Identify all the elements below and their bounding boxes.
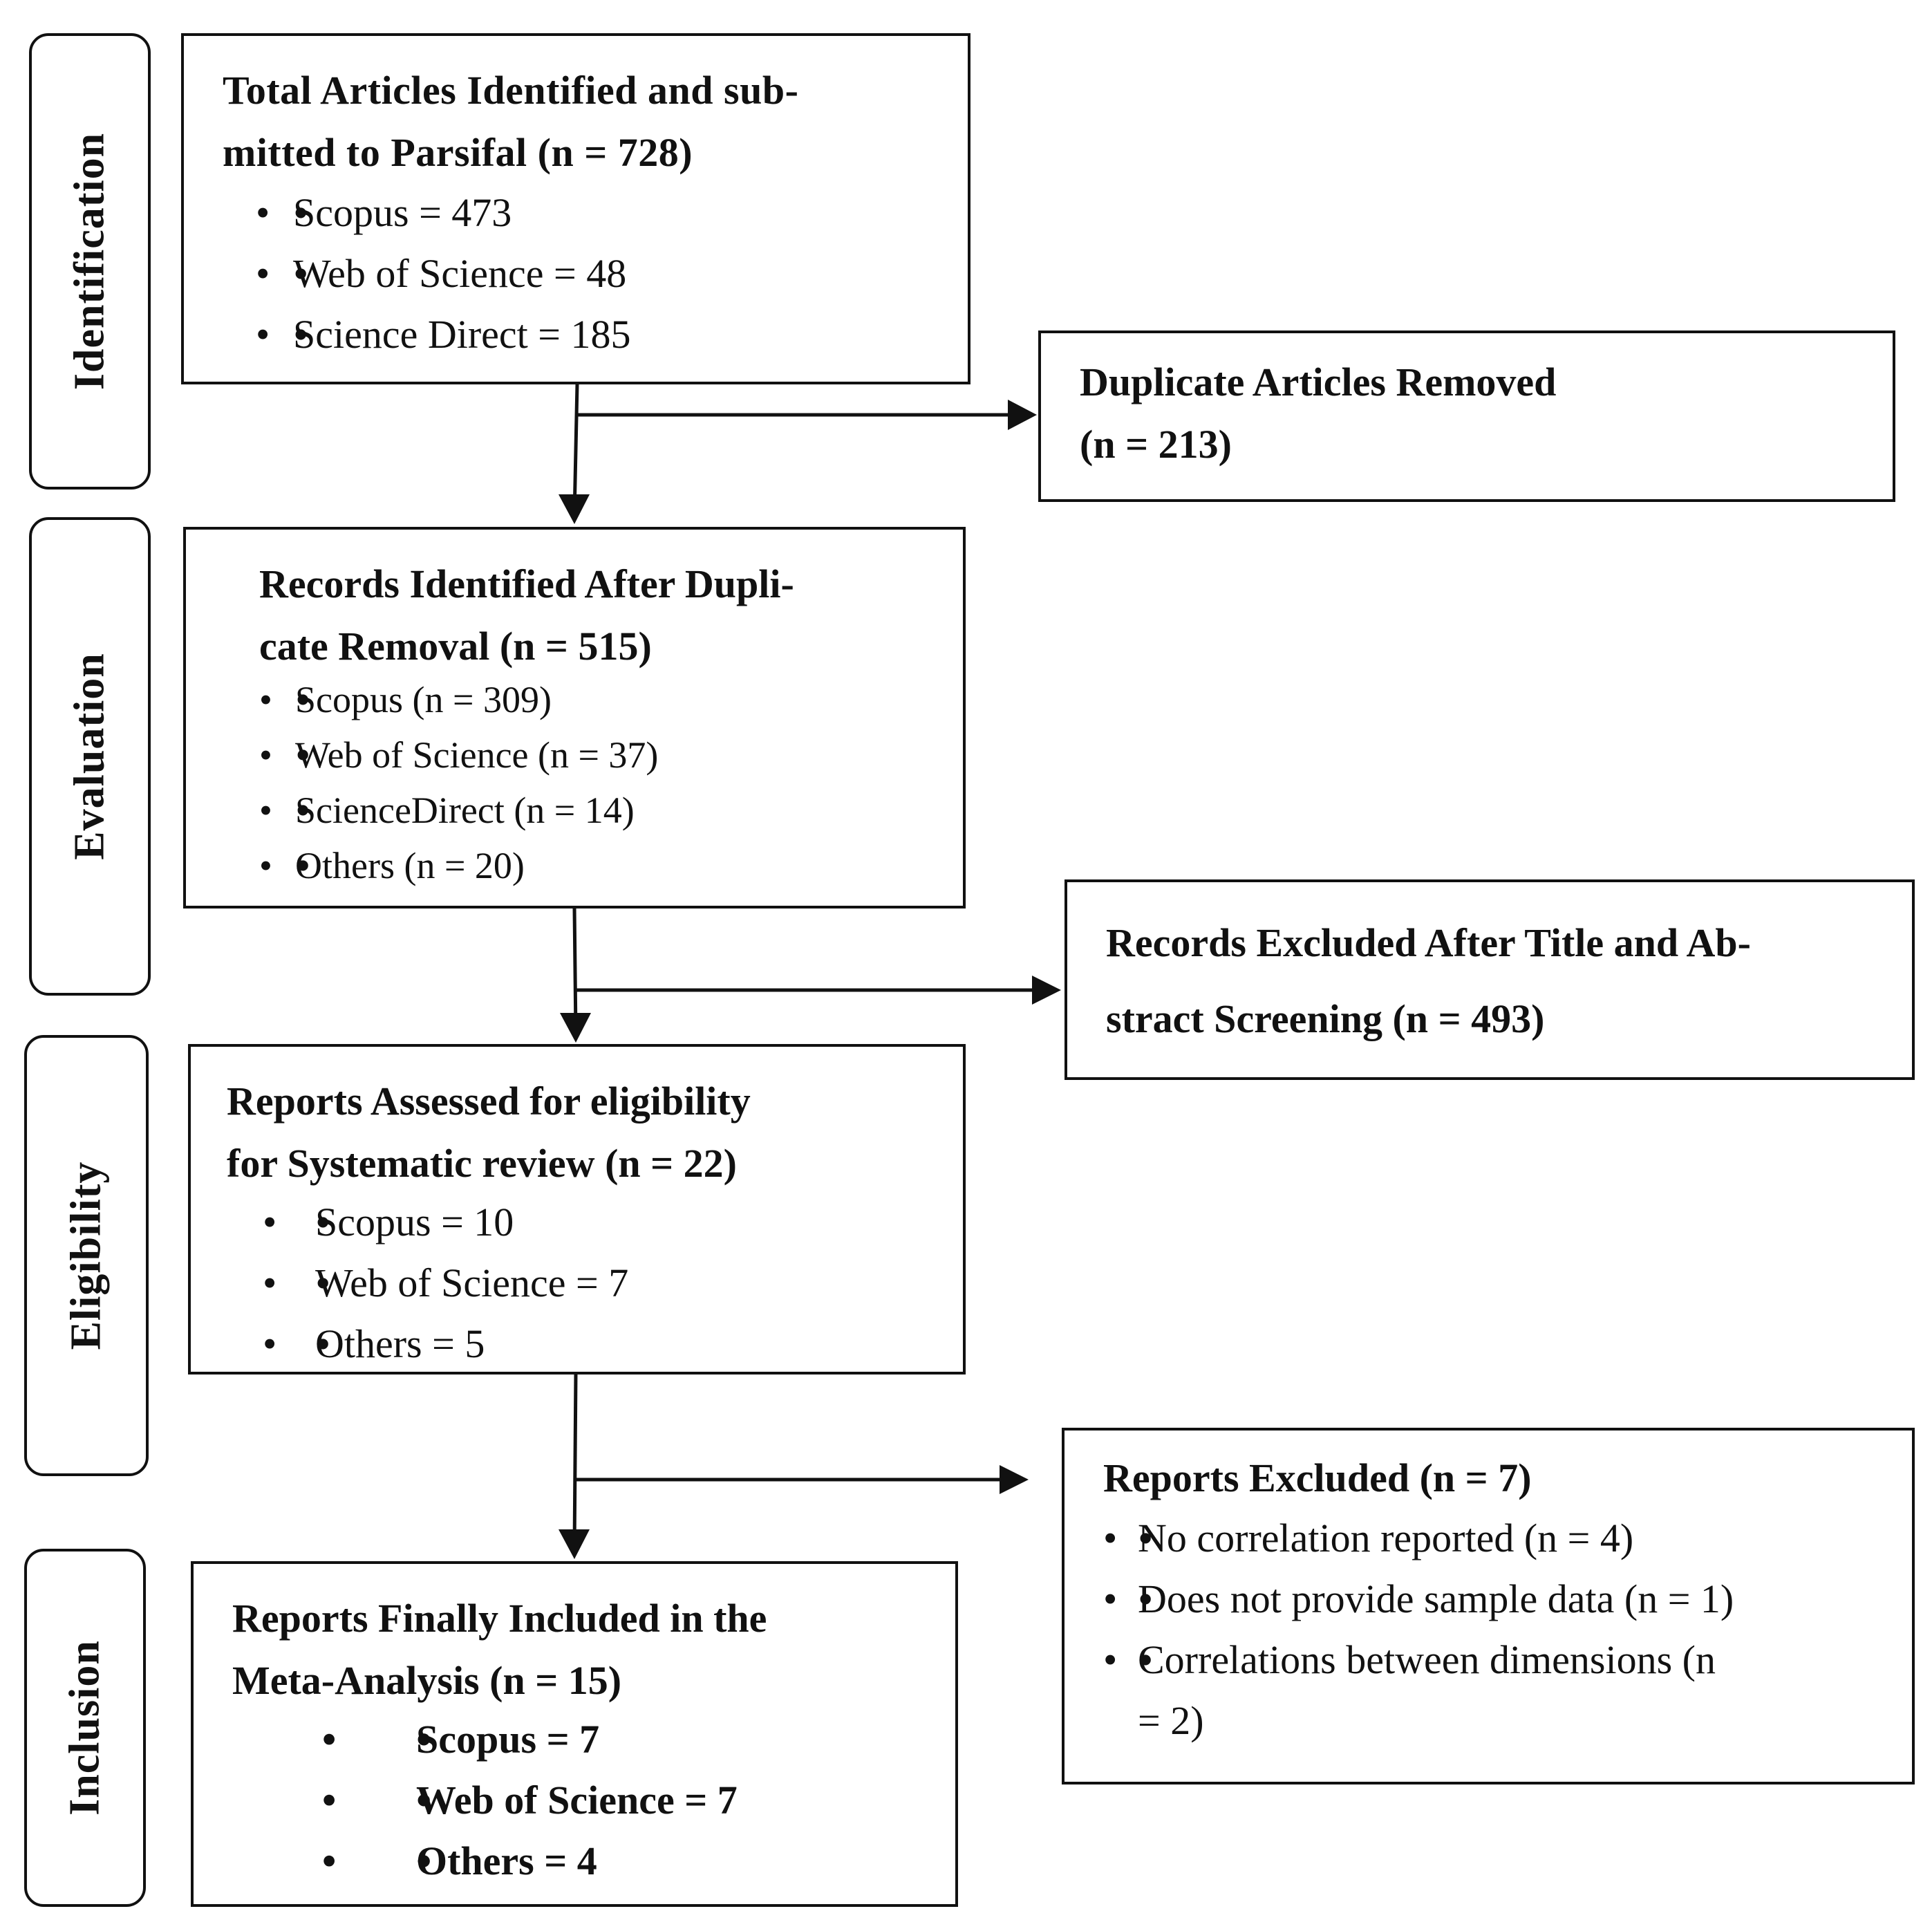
stage-identification: Identification <box>29 33 151 490</box>
assessed-box: Reports Assessed for eligibility for Sys… <box>188 1044 966 1374</box>
after-duplicates-box: Records Identified After Dupli- cate Rem… <box>183 527 966 908</box>
excluded-reports-box: Reports Excluded (n = 7) • No correlatio… <box>1062 1428 1915 1784</box>
list-item: • Others = 5 <box>227 1314 963 1374</box>
list-item: • ScienceDirect (n = 14) <box>259 783 963 838</box>
excluded-screening-line1: Records Excluded After Title and Ab- <box>1106 920 1751 965</box>
arrow-head-right-3 <box>1000 1465 1029 1494</box>
bullet-icon: • <box>256 312 270 357</box>
bullet-icon: • <box>1103 1576 1118 1621</box>
bullet-icon: • <box>322 1838 337 1883</box>
assessed-heading-line1: Reports Assessed for eligibility <box>227 1079 751 1124</box>
list-item-text: Science Direct = 185 <box>293 312 631 357</box>
bullet-icon: • <box>259 679 272 720</box>
identified-heading: Total Articles Identified and sub- mitte… <box>223 59 968 184</box>
bullet-icon: • <box>263 1260 277 1305</box>
list-item: • Scopus = 10 <box>227 1192 963 1253</box>
list-item-text: Web of Science = 48 <box>293 251 627 296</box>
stage-inclusion: Inclusion <box>24 1549 146 1907</box>
list-item-text: Scopus = 473 <box>293 190 512 235</box>
bullet-icon: • <box>1103 1637 1118 1682</box>
arrow-head-down-1 <box>559 494 590 524</box>
list-item: • Science Direct = 185 <box>223 304 968 365</box>
arrow-eligibility-to-inclusion <box>572 1372 578 1549</box>
bullet-icon: • <box>259 734 272 776</box>
after-duplicates-heading: Records Identified After Dupli- cate Rem… <box>259 553 963 678</box>
stage-label-inclusion: Inclusion <box>61 1640 109 1816</box>
duplicates-line2: (n = 213) <box>1080 422 1232 467</box>
stage-label-identification: Identification <box>66 132 113 391</box>
list-item-text: ScienceDirect (n = 14) <box>295 790 635 831</box>
stage-label-evaluation: Evaluation <box>66 653 113 860</box>
identified-heading-line2: mitted to Parsifal (n = 728) <box>223 130 693 175</box>
bullet-icon: • <box>256 190 270 235</box>
list-item: • Web of Science = 7 <box>227 1253 963 1314</box>
list-item: • Web of Science (n = 37) <box>259 727 963 783</box>
list-item: • No correlation reported (n = 4) <box>1103 1508 1912 1569</box>
list-item-text: Scopus (n = 309) <box>295 679 552 720</box>
list-item: • Others (n = 20) <box>259 838 963 893</box>
excluded-reports-list: • No correlation reported (n = 4) • Does… <box>1103 1508 1912 1751</box>
stage-eligibility: Eligibility <box>24 1035 149 1476</box>
assessed-heading-line2: for Systematic review (n = 22) <box>227 1141 737 1186</box>
identified-list: • Scopus = 473 • Web of Science = 48 • S… <box>223 183 968 365</box>
list-item-text: Web of Science (n = 37) <box>295 734 659 776</box>
list-item-text: No correlation reported (n = 4) <box>1138 1516 1634 1560</box>
duplicates-box: Duplicate Articles Removed (n = 213) <box>1038 330 1895 502</box>
bullet-icon: • <box>263 1200 277 1245</box>
duplicates-line1: Duplicate Articles Removed <box>1080 360 1557 404</box>
arrow-evaluation-to-eligibility <box>572 907 578 1034</box>
list-item: • Does not provide sample data (n = 1) <box>1103 1569 1912 1630</box>
arrow-head-down-3 <box>559 1529 590 1559</box>
stage-evaluation: Evaluation <box>29 517 151 996</box>
list-item-text: Web of Science = 7 <box>416 1778 738 1823</box>
identified-box: Total Articles Identified and sub- mitte… <box>181 33 970 384</box>
arrow-head-down-2 <box>560 1013 591 1043</box>
bullet-icon: • <box>263 1321 277 1366</box>
assessed-heading: Reports Assessed for eligibility for Sys… <box>227 1070 963 1195</box>
list-item: • Correlations between dimensions (n = 2… <box>1103 1630 1912 1751</box>
bullet-icon: • <box>259 845 272 886</box>
arrow-identification-to-evaluation <box>572 383 579 516</box>
included-heading: Reports Finally Included in the Meta-Ana… <box>232 1587 955 1712</box>
after-duplicates-heading-line1: Records Identified After Dupli- <box>259 561 794 606</box>
bullet-icon: • <box>322 1717 337 1762</box>
list-item: • Scopus = 7 <box>232 1709 955 1770</box>
list-item: • Scopus (n = 309) <box>259 672 963 727</box>
excluded-screening-box: Records Excluded After Title and Ab- str… <box>1065 879 1915 1080</box>
list-item-text: Web of Science = 7 <box>315 1260 629 1305</box>
included-heading-line2: Meta-Analysis (n = 15) <box>232 1658 622 1703</box>
included-list: • Scopus = 7 • Web of Science = 7 • Othe… <box>232 1709 955 1892</box>
arrow-head-right-2 <box>1032 976 1061 1005</box>
bullet-icon: • <box>322 1778 337 1823</box>
arrow-head-right-1 <box>1008 400 1037 430</box>
list-item-text-line2: = 2) <box>1138 1698 1204 1743</box>
stage-label-eligibility: Eligibility <box>62 1161 110 1350</box>
list-item-text-line1: Correlations between dimensions (n <box>1138 1637 1716 1682</box>
list-item: • Web of Science = 7 <box>232 1770 955 1831</box>
list-item: • Others = 4 <box>232 1831 955 1892</box>
included-box: Reports Finally Included in the Meta-Ana… <box>191 1561 958 1907</box>
excluded-reports-heading: Reports Excluded (n = 7) <box>1103 1455 1532 1500</box>
list-item-text: Others = 5 <box>315 1321 485 1366</box>
list-item-text: Others = 4 <box>416 1838 597 1883</box>
after-duplicates-heading-line2: cate Removal (n = 515) <box>259 624 652 669</box>
list-item-text: Scopus = 10 <box>315 1200 514 1245</box>
excluded-screening-line2: stract Screening (n = 493) <box>1106 996 1545 1041</box>
identified-heading-line1: Total Articles Identified and sub- <box>223 68 799 113</box>
bullet-icon: • <box>256 251 270 296</box>
included-heading-line1: Reports Finally Included in the <box>232 1596 767 1641</box>
list-item-text: Others (n = 20) <box>295 845 525 886</box>
list-item: • Scopus = 473 <box>223 183 968 243</box>
list-item-text: Does not provide sample data (n = 1) <box>1138 1576 1734 1621</box>
bullet-icon: • <box>1103 1516 1118 1560</box>
list-item: • Web of Science = 48 <box>223 243 968 304</box>
assessed-list: • Scopus = 10 • Web of Science = 7 • Oth… <box>227 1192 963 1374</box>
bullet-icon: • <box>259 790 272 831</box>
after-duplicates-list: • Scopus (n = 309) • Web of Science (n =… <box>259 672 963 893</box>
list-item-text: Scopus = 7 <box>416 1717 600 1762</box>
